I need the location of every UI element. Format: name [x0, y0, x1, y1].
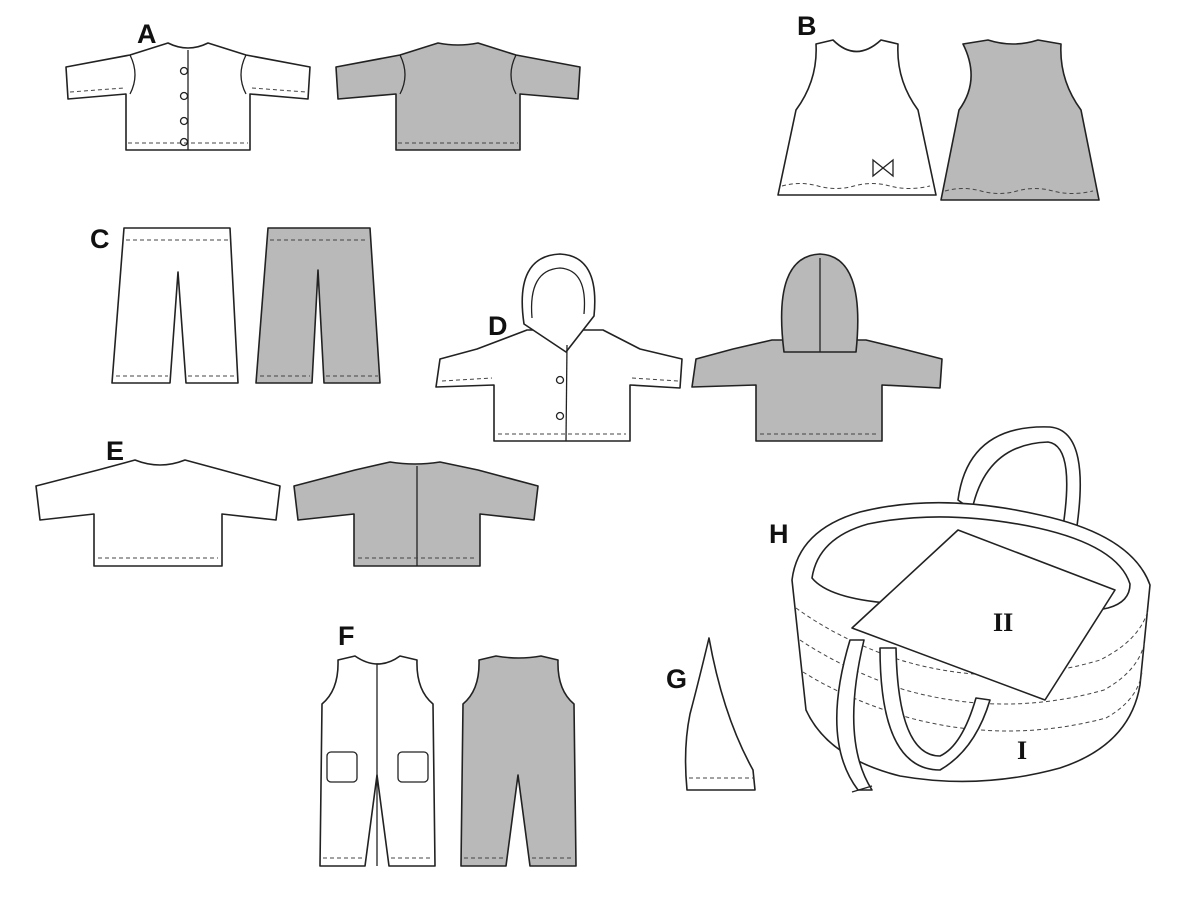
- view-b-tunic-front: [778, 40, 936, 195]
- view-a-cardigan-back: [336, 43, 580, 150]
- view-e-jacket-back: [294, 462, 538, 566]
- view-d-hooded-jacket-front: [436, 254, 682, 441]
- view-label-e: E: [106, 436, 125, 466]
- view-g-pointed-hat: [686, 638, 755, 790]
- view-label-d: D: [488, 311, 508, 341]
- basket-part-label-2: II: [993, 608, 1014, 637]
- view-f-overalls-front: [320, 656, 435, 866]
- view-c-trousers-back: [256, 228, 380, 383]
- view-label-a: A: [137, 19, 157, 49]
- view-b-tunic-back: [941, 40, 1099, 200]
- view-label-h: H: [769, 519, 789, 549]
- view-label-f: F: [338, 621, 355, 651]
- view-c-trousers-front: [112, 228, 238, 383]
- view-label-g: G: [666, 664, 688, 694]
- view-e-jacket-front: [36, 460, 280, 566]
- basket-part-label-1: I: [1017, 736, 1028, 765]
- view-f-overalls-back: [461, 656, 576, 866]
- view-a-cardigan-front: [66, 43, 310, 150]
- view-d-hooded-jacket-back: [692, 254, 942, 441]
- view-label-c: C: [90, 224, 110, 254]
- view-label-b: B: [797, 11, 817, 41]
- view-h-moses-basket: [792, 427, 1150, 792]
